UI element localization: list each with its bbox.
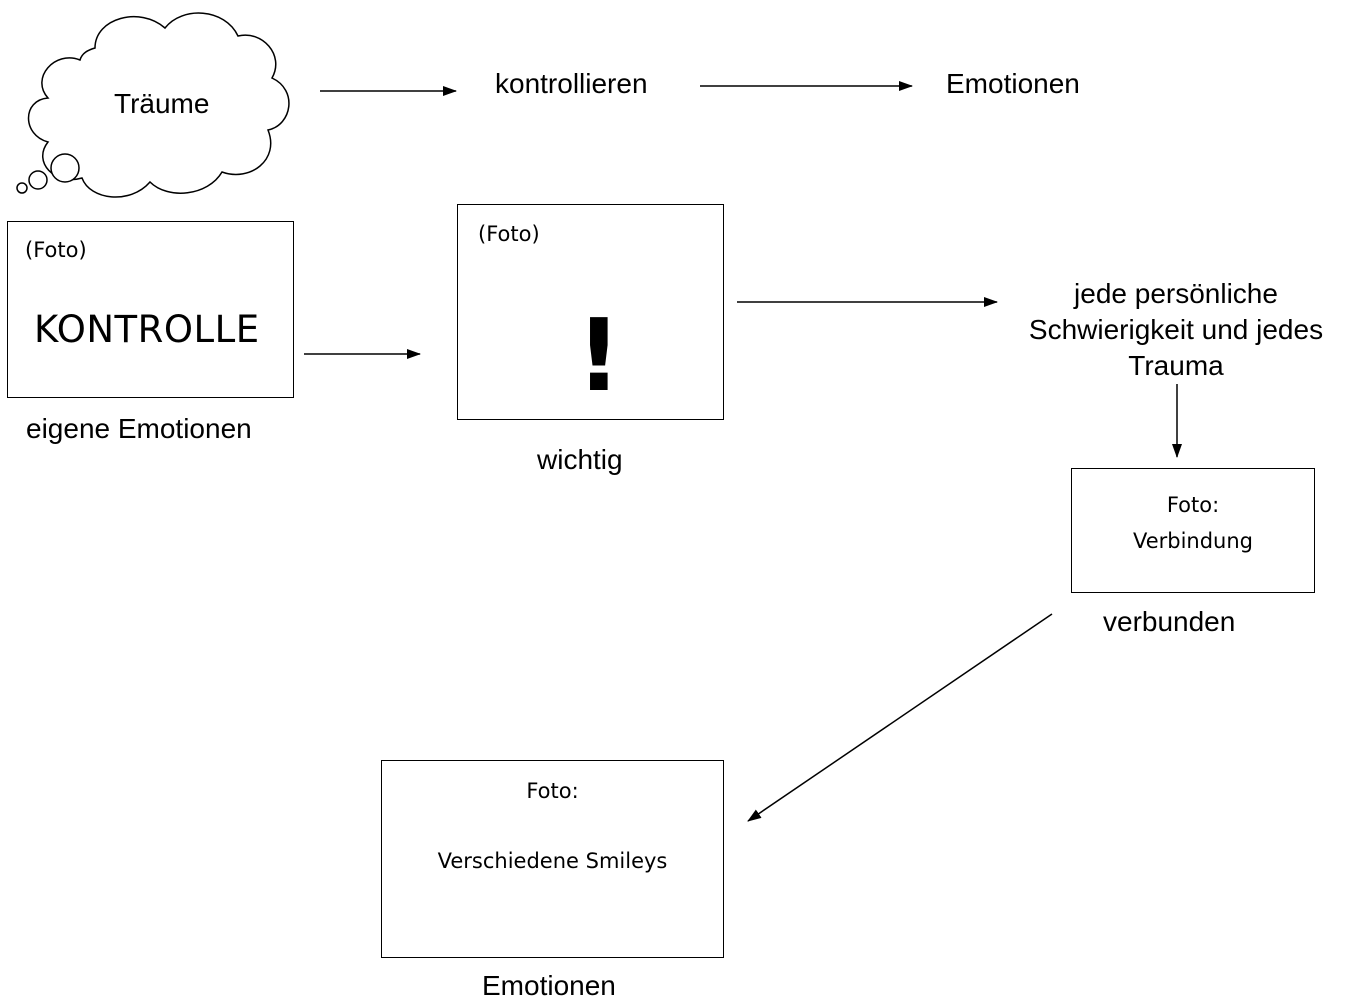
cloud-label: Träume [114, 88, 210, 119]
box-verbindung: Foto: Verbindung [1071, 468, 1315, 593]
thought-cloud-shape [16, 12, 290, 198]
label-kontrollieren: kontrollieren [495, 68, 648, 99]
arrow-verbunden-to-smileys [747, 613, 1053, 822]
box-smileys-caption-line2: Verschiedene Smileys [437, 849, 668, 873]
label-verbunden: verbunden [1103, 606, 1236, 637]
label-eigene-emotionen: eigene Emotionen [26, 413, 252, 444]
box-kontrolle-title: KONTROLLE [34, 308, 260, 351]
box-smileys-caption-line1: Foto: [526, 779, 579, 803]
box-kontrolle: (Foto) KONTROLLE [7, 221, 294, 398]
difficulty-text: jede persönliche Schwierigkeit und jedes… [1000, 276, 1352, 384]
label-emotionen-bottom: Emotionen [482, 970, 616, 1001]
box-wichtig-caption: (Foto) [478, 222, 540, 246]
box-kontrolle-caption: (Foto) [25, 238, 87, 262]
box-smileys: Foto: Verschiedene Smileys [381, 760, 724, 958]
box-verbindung-caption-line1: Foto: [1166, 493, 1220, 517]
difficulty-line3: Trauma [1128, 350, 1224, 381]
box-verbindung-caption-line2: Verbindung [1132, 529, 1254, 553]
exclamation-icon: ! [576, 297, 622, 414]
difficulty-line2: Schwierigkeit und jedes [1028, 314, 1324, 345]
box-wichtig: (Foto) ! [457, 204, 724, 420]
difficulty-line1: jede persönliche [1074, 278, 1278, 309]
label-emotionen-top: Emotionen [946, 68, 1080, 99]
label-wichtig: wichtig [537, 444, 623, 475]
box-verbindung-caption: Foto: Verbindung [1072, 487, 1314, 559]
